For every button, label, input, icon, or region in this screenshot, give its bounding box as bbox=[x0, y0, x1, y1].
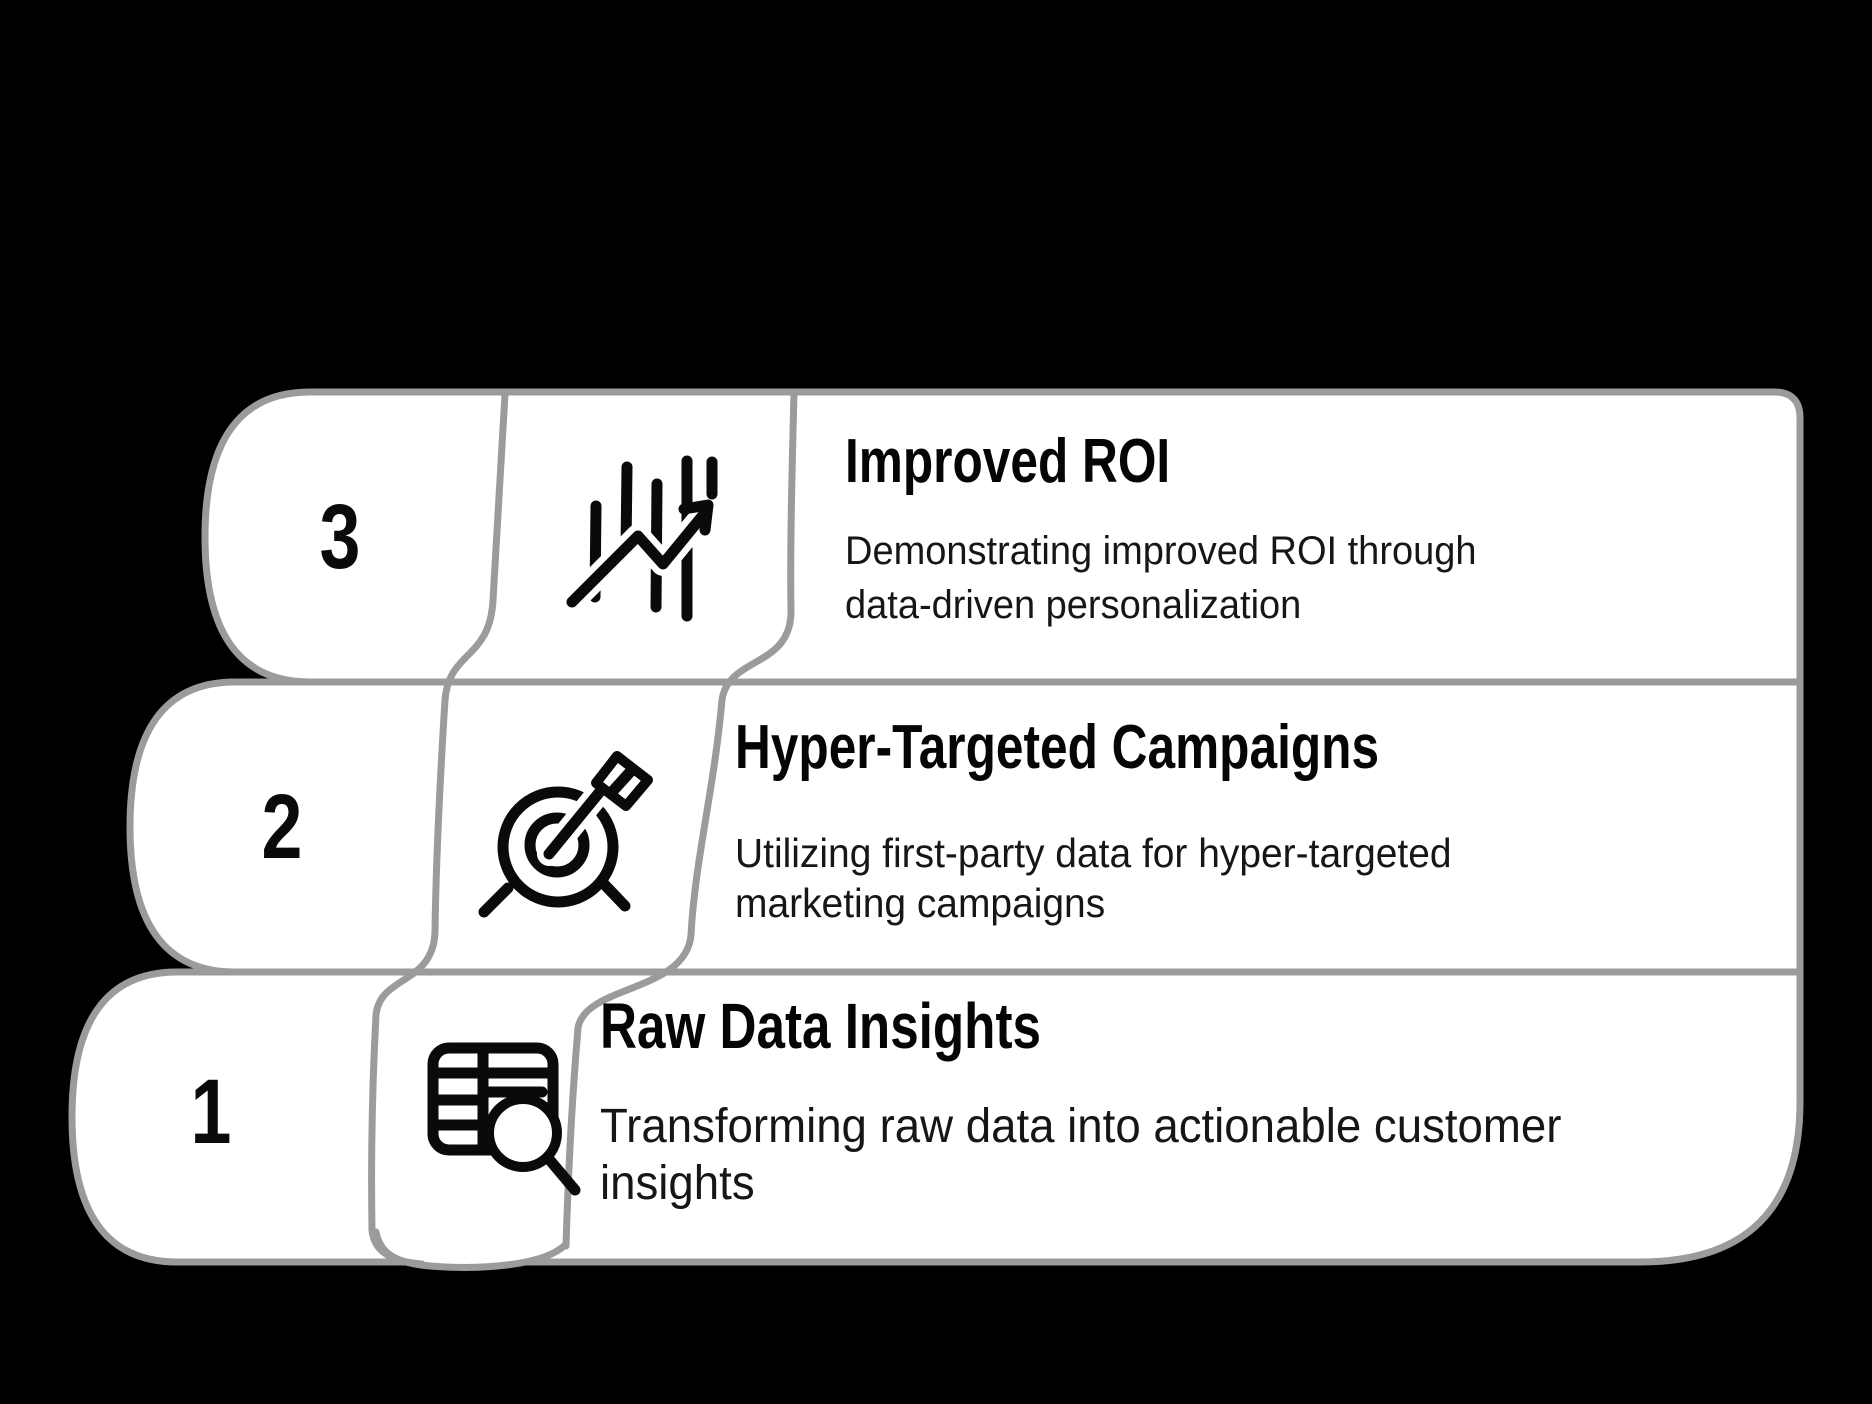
step-text-1: Raw Data Insights bbox=[600, 990, 1151, 1064]
step-number-1: 1 bbox=[190, 1061, 232, 1163]
step-desc-2: Utilizing first-party data for hyper-tar… bbox=[735, 828, 1489, 928]
step-number-2: 2 bbox=[261, 776, 303, 878]
step-desc-1: Transforming raw data into actionable cu… bbox=[600, 1098, 1612, 1212]
step-title: Hyper-Targeted Campaigns bbox=[735, 713, 1380, 782]
chart-increase-icon bbox=[560, 455, 718, 622]
table-search-icon bbox=[427, 1042, 581, 1196]
icon-capsule-dip-fill bbox=[373, 1228, 566, 1268]
step-text-2: Hyper-Targeted Campaigns bbox=[735, 712, 1540, 783]
step-title: Raw Data Insights bbox=[600, 990, 1041, 1062]
step-text-3: Improved ROI bbox=[845, 426, 1252, 497]
step-description: Utilizing first-party data for hyper-tar… bbox=[735, 830, 1452, 926]
step-number-3: 3 bbox=[319, 486, 361, 588]
target-arrow-icon bbox=[478, 751, 653, 918]
number-icon-divider bbox=[368, 390, 509, 1268]
icon-text-divider bbox=[562, 390, 798, 1250]
step-band-3 bbox=[201, 388, 1804, 686]
step-title: Improved ROI bbox=[845, 427, 1171, 496]
step-description: Transforming raw data into actionable cu… bbox=[600, 1100, 1562, 1210]
